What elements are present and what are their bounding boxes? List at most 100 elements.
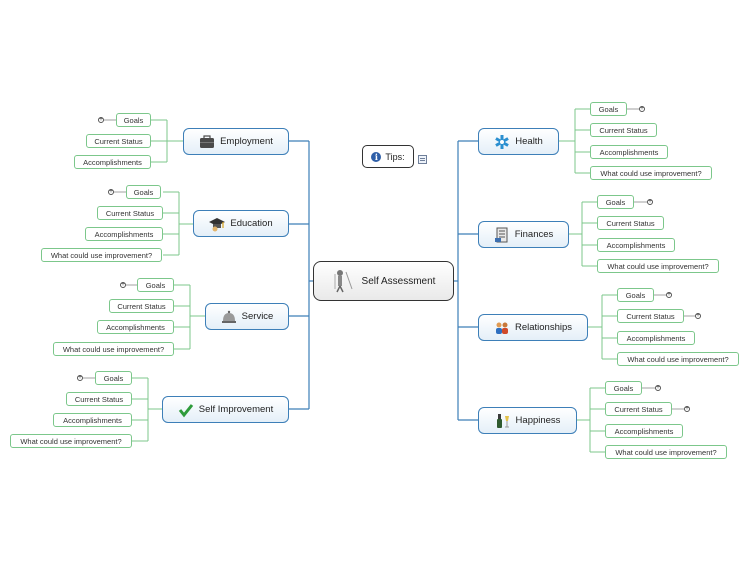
graduation-icon [209,216,226,232]
subtopic-label: Accomplishments [106,322,165,332]
expand-icon[interactable]: + [666,292,672,298]
person-icon [332,269,354,293]
subtopic-current-status[interactable]: Current Status [66,392,132,406]
subtopic-label: Current Status [614,404,663,414]
subtopic-label: Goals [103,373,124,383]
info-icon: i [371,151,382,162]
subtopic-accomplishments[interactable]: Accomplishments [597,238,675,252]
subtopic-improvement[interactable]: What could use improvement? [10,434,132,448]
central-topic[interactable]: Self Assessment [313,261,454,301]
subtopic-label: Goals [625,290,646,300]
subtopic-accomplishments[interactable]: Accomplishments [74,155,151,169]
subtopic-accomplishments[interactable]: Accomplishments [53,413,132,427]
topic-label: Health [515,136,543,147]
topic-finances[interactable]: Finances [478,221,569,248]
topic-label: Self Improvement [198,404,274,415]
subtopic-current-status[interactable]: Current Status [597,216,664,230]
people-icon [494,320,510,336]
subtopic-current-status[interactable]: Current Status [605,402,672,416]
subtopic-label: Goals [123,115,144,125]
subtopic-label: Current Status [606,218,655,228]
subtopic-label: Accomplishments [614,426,674,436]
topic-health[interactable]: Health [478,128,559,155]
subtopic-label: Goals [133,187,154,197]
subtopic-current-status[interactable]: Current Status [97,206,163,220]
subtopic-label: What could use improvement? [20,436,122,446]
champagne-icon [495,413,511,429]
subtopic-label: Goals [145,280,166,290]
medical-icon [494,134,510,150]
subtopic-label: What could use improvement? [615,447,717,457]
checkmark-icon [178,402,194,418]
subtopic-goals[interactable]: Goals [137,278,174,292]
briefcase-icon [199,134,215,150]
subtopic-improvement[interactable]: What could use improvement? [617,352,739,366]
subtopic-label: Current Status [94,136,143,146]
subtopic-improvement[interactable]: What could use improvement? [597,259,719,273]
topic-employment[interactable]: Employment [183,128,289,155]
subtopic-current-status[interactable]: Current Status [590,123,657,137]
topic-self-improvement[interactable]: Self Improvement [162,396,289,423]
topic-relationships[interactable]: Relationships [478,314,588,341]
tips-label: Tips: [385,151,405,162]
topic-label: Employment [220,136,273,147]
topic-label: Service [241,311,274,322]
subtopic-improvement[interactable]: What could use improvement? [590,166,712,180]
expand-icon[interactable]: + [695,313,701,319]
subtopic-goals[interactable]: Goals [126,185,161,199]
subtopic-label: Current Status [599,125,648,135]
subtopic-accomplishments[interactable]: Accomplishments [617,331,695,345]
subtopic-current-status[interactable]: Current Status [617,309,684,323]
subtopic-improvement[interactable]: What could use improvement? [41,248,162,262]
topic-education[interactable]: Education [193,210,289,237]
topic-label: Happiness [515,415,561,426]
subtopic-label: Current Status [117,301,166,311]
subtopic-label: What could use improvement? [50,250,153,260]
topic-label: Education [230,218,273,229]
subtopic-label: Accomplishments [626,333,686,343]
subtopic-goals[interactable]: Goals [95,371,132,385]
subtopic-goals[interactable]: Goals [605,381,642,395]
subtopic-current-status[interactable]: Current Status [86,134,151,148]
ledger-icon [494,227,510,243]
topic-label: Finances [514,229,554,240]
subtopic-accomplishments[interactable]: Accomplishments [97,320,174,334]
subtopic-current-status[interactable]: Current Status [109,299,174,313]
subtopic-accomplishments[interactable]: Accomplishments [85,227,163,241]
expand-icon[interactable]: + [77,375,83,381]
subtopic-goals[interactable]: Goals [116,113,151,127]
note-icon[interactable] [418,155,427,164]
expand-icon[interactable]: + [655,385,661,391]
expand-icon[interactable]: + [108,189,114,195]
topic-happiness[interactable]: Happiness [478,407,577,434]
subtopic-goals[interactable]: Goals [590,102,627,116]
expand-icon[interactable]: + [639,106,645,112]
subtopic-label: Accomplishments [83,157,142,167]
subtopic-label: What could use improvement? [62,344,165,354]
expand-icon[interactable]: + [647,199,653,205]
expand-icon[interactable]: + [98,117,104,123]
topic-service[interactable]: Service [205,303,289,330]
subtopic-label: Current Status [626,311,675,321]
subtopic-label: Goals [613,383,634,393]
subtopic-label: Current Status [105,208,155,218]
topic-label: Relationships [514,322,573,333]
bell-icon [221,309,237,325]
subtopic-goals[interactable]: Goals [617,288,654,302]
subtopic-label: Accomplishments [63,415,122,425]
tips-box[interactable]: i Tips: [362,145,414,168]
subtopic-label: Accomplishments [599,147,659,157]
central-label: Self Assessment [361,275,436,287]
subtopic-label: What could use improvement? [600,168,702,178]
subtopic-label: What could use improvement? [607,261,709,271]
subtopic-label: Accomplishments [606,240,666,250]
subtopic-improvement[interactable]: What could use improvement? [53,342,174,356]
subtopic-accomplishments[interactable]: Accomplishments [590,145,668,159]
subtopic-accomplishments[interactable]: Accomplishments [605,424,683,438]
subtopic-label: Accomplishments [94,229,154,239]
subtopic-goals[interactable]: Goals [597,195,634,209]
expand-icon[interactable]: + [120,282,126,288]
subtopic-improvement[interactable]: What could use improvement? [605,445,727,459]
expand-icon[interactable]: + [684,406,690,412]
